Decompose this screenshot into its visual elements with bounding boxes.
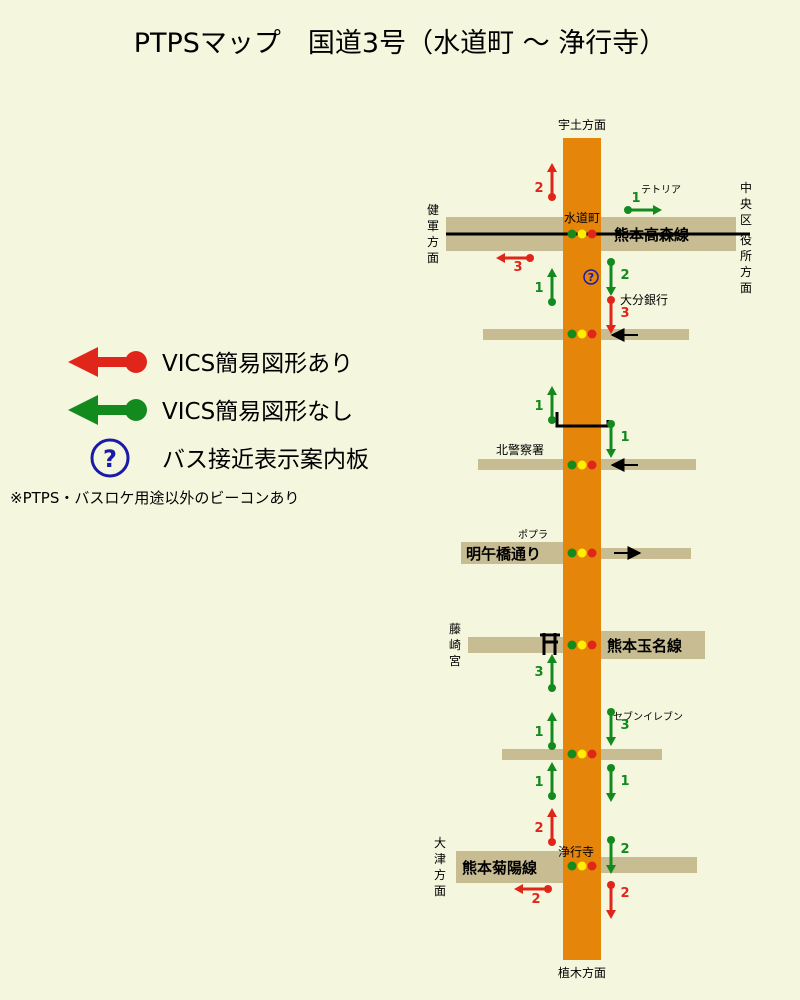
direction-left-1: 健 軍 方 面 (427, 203, 439, 265)
cross-road-tamana-right (601, 631, 705, 659)
beacon-green-up-arrow-icon: 1 (534, 268, 557, 306)
beacon-red-down-arrow-icon: 3 (606, 296, 630, 334)
beacon-green-down-arrow-icon: 2 (606, 258, 630, 296)
road-label-kikuyo: 熊本菊陽線 (462, 859, 537, 877)
beacon-number: 1 (534, 725, 543, 740)
beacon-green-up-arrow-icon: 1 (534, 386, 557, 424)
legend-red-arrow-icon (68, 347, 147, 377)
beacon-green-down-arrow-icon: 1 (606, 420, 630, 458)
beacon-green-down-arrow-icon: 3 (606, 708, 630, 746)
beacon-red-up-arrow-icon: 2 (534, 808, 557, 846)
direction-right-1: 中 央 区 役 所 方 面 (740, 180, 752, 295)
signal-kita-police (567, 460, 597, 470)
road-label-meigo: 明午橋通り (466, 545, 541, 563)
svg-text:宮: 宮 (449, 653, 461, 668)
beacon-green-up-arrow-icon: 1 (534, 712, 557, 750)
legend-note: ※PTPS・バスロケ用途以外のビーコンあり (10, 489, 299, 507)
svg-text:中: 中 (740, 180, 752, 195)
signal-2 (567, 329, 597, 339)
cross-road-tamana-left (468, 637, 573, 653)
place-suidocho: 水道町 (564, 211, 600, 225)
signal-jogyoji (567, 861, 597, 871)
shrine-icon (540, 633, 560, 655)
svg-text:区: 区 (740, 213, 752, 227)
svg-text:央: 央 (740, 197, 752, 211)
legend-bus-label: バス接近表示案内板 (162, 447, 369, 473)
beacon-green-up-arrow-icon: 1 (534, 762, 557, 800)
bus-board-symbol: ? (588, 271, 594, 284)
legend-red-label: VICS簡易図形あり (162, 351, 353, 377)
svg-text:面: 面 (740, 281, 752, 295)
beacon-red-left-arrow-icon: 3 (496, 253, 534, 275)
beacon-red-down-arrow-icon: 2 (606, 881, 630, 919)
beacon-number: 1 (534, 775, 543, 790)
beacon-number: 1 (534, 281, 543, 296)
svg-text:所: 所 (740, 249, 752, 263)
place-jogyoji: 浄行寺 (558, 845, 594, 859)
beacon-number: 1 (620, 430, 629, 445)
beacon-number: 2 (531, 892, 540, 907)
svg-text:役: 役 (740, 232, 752, 247)
cross-road-kikuyo-left (456, 851, 566, 883)
page-title: PTPSマップ 国道3号（水道町 〜 浄行寺） (134, 28, 667, 59)
place-seven-eleven: セブンイレブン (613, 710, 683, 723)
svg-text:面: 面 (434, 884, 446, 898)
legend-bus-icon (90, 438, 130, 478)
svg-text:方: 方 (434, 867, 446, 882)
svg-text:方: 方 (740, 264, 752, 279)
road-label-tamana: 熊本玉名線 (607, 637, 682, 655)
beacon-number: 2 (534, 181, 543, 196)
beacon-red-up-arrow-icon: 2 (534, 163, 557, 201)
svg-text:健: 健 (427, 203, 439, 217)
beacon-number: 1 (620, 774, 629, 789)
legend-bus-symbol: ? (103, 445, 117, 473)
bus-board-icon (583, 269, 599, 285)
beacon-number: 1 (534, 399, 543, 414)
direction-left-2: 藤 崎 宮 (449, 622, 461, 668)
beacon-green-right-arrow-icon: 1 (624, 191, 662, 215)
signal-meigo (567, 548, 597, 558)
beacon-number: 3 (513, 260, 522, 275)
beacon-green-down-arrow-icon: 2 (606, 836, 630, 874)
svg-text:崎: 崎 (449, 638, 461, 652)
signal-tamana (567, 640, 597, 650)
beacon-number: 3 (620, 718, 629, 733)
beacon-number: 2 (534, 821, 543, 836)
place-kita-police: 北警察署 (496, 442, 544, 457)
beacon-number: 2 (620, 268, 629, 283)
beacon-red-left-arrow-icon: 2 (514, 884, 552, 907)
beacon-number: 1 (631, 191, 640, 206)
road-label-takamori: 熊本高森線 (614, 226, 689, 244)
direction-top: 宇土方面 (558, 117, 606, 132)
direction-left-3: 大 津 方 面 (434, 836, 446, 898)
beacon-green-down-arrow-icon: 1 (606, 764, 630, 802)
svg-text:藤: 藤 (449, 622, 461, 636)
place-oita-bank: 大分銀行 (620, 293, 668, 307)
signal-suidocho (567, 229, 597, 239)
beacon-number: 3 (620, 306, 629, 321)
signals (567, 229, 597, 871)
svg-text:軍: 軍 (427, 219, 439, 233)
place-tetoria: テトリア (641, 185, 681, 196)
legend-green-arrow-icon (68, 395, 147, 425)
direction-bottom: 植木方面 (558, 965, 606, 980)
legend: VICS簡易図形あり VICS簡易図形なし ? バス接近表示案内板 ※PTPS・… (10, 347, 369, 507)
svg-text:面: 面 (427, 251, 439, 265)
beacon-number: 2 (620, 842, 629, 857)
signal-6 (567, 749, 597, 759)
svg-text:大: 大 (434, 836, 446, 850)
cross-road-meigo-left (461, 542, 573, 564)
place-popura: ポプラ (518, 529, 548, 541)
beacon-number: 2 (620, 886, 629, 901)
beacon-green-up-arrow-icon: 3 (534, 654, 557, 692)
svg-text:津: 津 (434, 852, 446, 866)
cross-road-kikuyo-right (601, 857, 697, 873)
svg-text:方: 方 (427, 234, 439, 249)
beacon-number: 3 (534, 665, 543, 680)
legend-green-label: VICS簡易図形なし (162, 399, 353, 425)
